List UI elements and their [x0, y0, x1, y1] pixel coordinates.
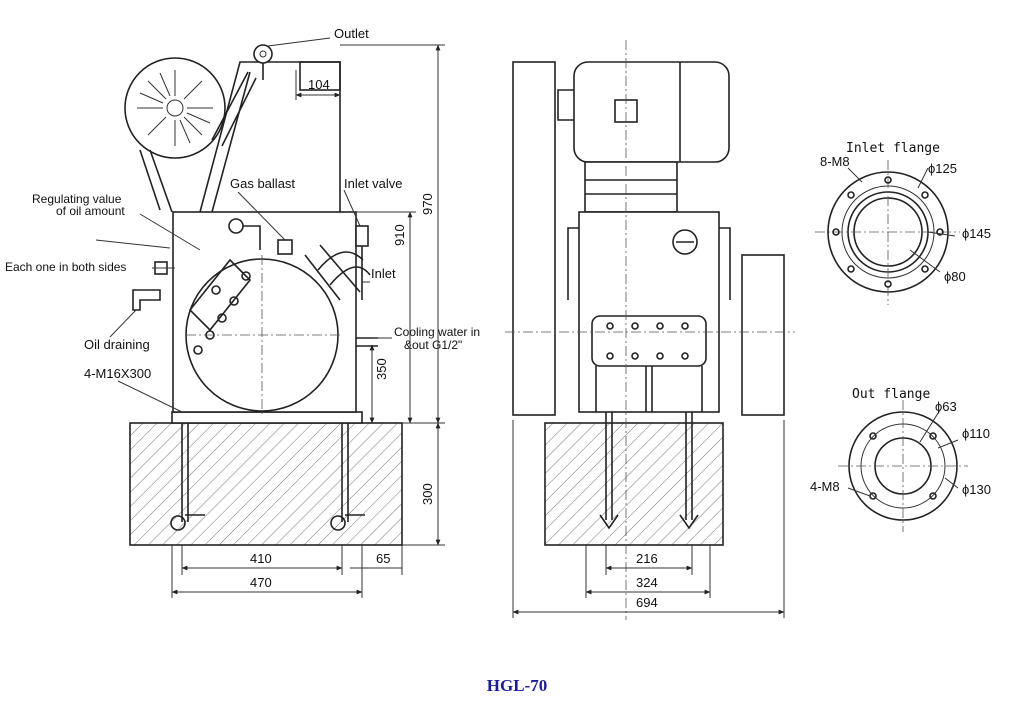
fan-slots — [137, 70, 213, 146]
side-leaders — [95, 37, 392, 413]
side-anchor-bolts — [170, 412, 365, 531]
inlet-flange-holes — [832, 176, 944, 288]
out-flange: Out flange ϕ63 ϕ110 ϕ130 4-M8 — [810, 387, 991, 532]
inlet-d145-label: ϕ145 — [962, 226, 991, 241]
regulating-label-1: Regulating value — [32, 192, 122, 206]
front-pump-housing — [578, 211, 720, 413]
regulating-label-2: of oil amount — [56, 204, 125, 218]
out-flange-leaders — [847, 409, 959, 497]
front-dimension-lines — [512, 420, 785, 618]
front-motor — [573, 61, 730, 163]
bolts-label: 4-M16X300 — [84, 366, 151, 381]
front-view: 216 324 694 — [505, 40, 795, 620]
front-foundation — [544, 422, 724, 546]
model-title: HGL-70 — [486, 676, 548, 695]
side-dimension-lines — [171, 44, 445, 598]
inlet-flange: Inlet flange 8-M8 ϕ125 ϕ145 ϕ80 — [815, 141, 991, 305]
dim-216: 216 — [636, 551, 658, 566]
dim-694: 694 — [636, 595, 658, 610]
outlet-label: Outlet — [334, 26, 369, 41]
oil-draining-label: Oil draining — [84, 337, 150, 352]
side-foundation — [129, 422, 403, 546]
each-side-label: Each one in both sides — [5, 260, 126, 274]
out-d130-label: ϕ130 — [962, 482, 991, 497]
inlet-holes-label: 8-M8 — [820, 154, 850, 169]
out-flange-title: Out flange — [852, 387, 930, 402]
inlet-flange-leaders — [847, 167, 956, 273]
side-view: Outlet Gas ballast Inlet valve Regulatin… — [5, 26, 480, 598]
inlet-d80-label: ϕ80 — [944, 269, 966, 284]
inlet-label: Inlet — [371, 266, 396, 281]
dim-970: 970 — [420, 193, 435, 215]
dim-300: 300 — [420, 483, 435, 505]
dim-910: 910 — [392, 224, 407, 246]
dim-324: 324 — [636, 575, 658, 590]
inlet-d125-label: ϕ125 — [928, 161, 957, 176]
cooling-label-1: Cooling water in — [394, 325, 480, 339]
technical-drawing: Outlet Gas ballast Inlet valve Regulatin… — [5, 26, 991, 620]
out-d110-label: ϕ110 — [962, 426, 990, 441]
dim-104: 104 — [308, 77, 330, 92]
out-d63-label: ϕ63 — [935, 399, 957, 414]
dim-350: 350 — [374, 358, 389, 380]
cooling-label-2: &out G1/2" — [404, 338, 462, 352]
dim-410: 410 — [250, 551, 272, 566]
dim-65: 65 — [376, 551, 390, 566]
gas-ballast-label: Gas ballast — [230, 176, 295, 191]
dim-470: 470 — [250, 575, 272, 590]
out-holes-label: 4-M8 — [810, 479, 840, 494]
inlet-valve-label: Inlet valve — [344, 176, 403, 191]
cover-bolts — [606, 322, 689, 360]
inlet-flange-title: Inlet flange — [846, 141, 940, 156]
